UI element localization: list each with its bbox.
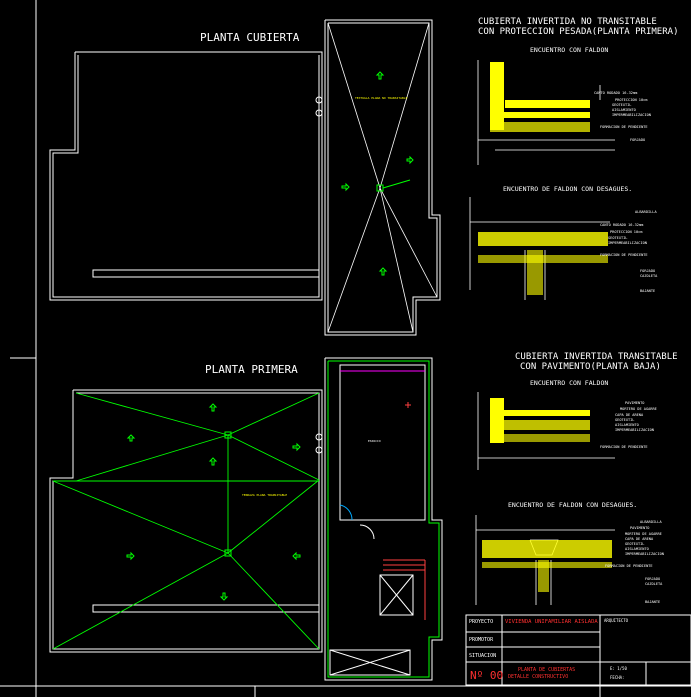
svg-text:ALBARDILLA: ALBARDILLA (640, 520, 662, 524)
svg-text:CANTO RODADO 16-32mm: CANTO RODADO 16-32mm (594, 91, 637, 95)
cub-transitable-title-1: CUBIERTA INVERTIDA TRANSITABLE (515, 352, 678, 362)
detail-encuentro-faldon-2: ENCUENTRO CON FALDON (530, 379, 608, 387)
svg-text:AISLAMIENTO: AISLAMIENTO (612, 108, 636, 112)
svg-text:FORMACION DE PENDIENTE: FORMACION DE PENDIENTE (605, 564, 653, 568)
svg-text:ESPACIO: ESPACIO (368, 439, 381, 443)
svg-text:ALBARDILLA: ALBARDILLA (635, 210, 657, 214)
svg-text:CAZOLETA: CAZOLETA (640, 274, 658, 278)
svg-text:CAZOLETA: CAZOLETA (645, 582, 663, 586)
cubierta-arrows (341, 71, 414, 276)
detail-1-drawing: CANTO RODADO 16-32mm PROTECCION 10cm GEO… (477, 60, 651, 165)
planta-primera-plan: TERRAZA PLANA TRANSITABLE (49, 389, 323, 653)
arquitecto-label: ARQUITECTO (604, 618, 629, 623)
svg-text:PROTECCION 10cm: PROTECCION 10cm (615, 98, 647, 102)
svg-text:FORMACION DE PENDIENTE: FORMACION DE PENDIENTE (600, 253, 648, 257)
primera-arrows (126, 403, 301, 601)
svg-text:TEXTUGLA PLANA NO TRANSITABLE: TEXTUGLA PLANA NO TRANSITABLE (355, 96, 408, 100)
svg-text:FORJADO: FORJADO (630, 138, 645, 142)
svg-text:IMPERMEABILIZACION: IMPERMEABILIZACION (615, 428, 654, 432)
svg-text:BAJANTE: BAJANTE (645, 600, 660, 604)
svg-text:PROTECCION 10cm: PROTECCION 10cm (610, 230, 642, 234)
detail-encuentro-faldon-1: ENCUENTRO CON FALDON (530, 46, 608, 54)
svg-text:PAVIMENTO: PAVIMENTO (625, 401, 644, 405)
situacion-label: SITUACION (469, 653, 496, 659)
svg-text:MORTERO DE AGARRE: MORTERO DE AGARRE (625, 532, 662, 536)
svg-text:FORMACION DE PENDIENTE: FORMACION DE PENDIENTE (600, 125, 648, 129)
planta-primera-title: PLANTA PRIMERA (205, 363, 298, 376)
svg-text:GEOTEXTIL: GEOTEXTIL (608, 236, 627, 240)
plano-title-line-2: DETALLE CONSTRUCTIVO (508, 674, 568, 680)
proyecto-label: PROYECTO (469, 619, 493, 625)
svg-text:BAJANTE: BAJANTE (640, 289, 655, 293)
plano-title-line-1: PLANTA DE CUBIERTAS (518, 667, 575, 673)
svg-text:IMPERMEABILIZACION: IMPERMEABILIZACION (625, 552, 664, 556)
detail-encuentro-desagues-1: ENCUENTRO DE FALDON CON DESAGUES. (503, 185, 632, 193)
planta-cubierta-title: PLANTA CUBIERTA (200, 31, 300, 44)
proyecto-value: VIVIENDA UNIFAMILIAR AISLADA (505, 619, 598, 625)
planta-cubierta-plan: TEXTUGLA PLANA NO TRANSITABLE (49, 19, 441, 336)
planta-primera-tower: ESPACIO (324, 357, 443, 681)
cub-no-transitable-title-1: CUBIERTA INVERTIDA NO TRANSITABLE (478, 17, 657, 27)
svg-text:AISLAMIENTO: AISLAMIENTO (625, 547, 649, 551)
svg-text:CAPA DE ARENA: CAPA DE ARENA (615, 413, 644, 417)
svg-text:FORMACION DE PENDIENTE: FORMACION DE PENDIENTE (600, 445, 648, 449)
title-block (465, 614, 691, 686)
detail-2-drawing: ALBARDILLA CANTO RODADO 16-32mm PROTECCI… (469, 197, 658, 300)
svg-text:FORJADO: FORJADO (645, 577, 660, 581)
svg-text:PAVIMENTO: PAVIMENTO (630, 526, 649, 530)
svg-text:CAPA DE ARENA: CAPA DE ARENA (625, 537, 654, 541)
cub-transitable-title-2: CON PAVIMENTO(PLANTA BAJA) (520, 362, 661, 372)
detail-4-drawing: ALBARDILLA PAVIMENTO MORTERO DE AGARRE C… (475, 515, 664, 605)
cub-no-transitable-title-2: CON PROTECCION PESADA(PLANTA PRIMERA) (478, 27, 678, 37)
promotor-label: PROMOTOR (469, 637, 494, 643)
svg-text:IMPERMEABILIZACION: IMPERMEABILIZACION (608, 241, 647, 245)
svg-text:TERRAZA PLANA TRANSITABLE: TERRAZA PLANA TRANSITABLE (242, 493, 287, 497)
svg-text:GEOTEXTIL: GEOTEXTIL (615, 418, 634, 422)
svg-text:GEOTEXTIL: GEOTEXTIL (625, 542, 644, 546)
svg-text:FORJADO: FORJADO (640, 269, 655, 273)
detail-3-drawing: PAVIMENTO MORTERO DE AGARRE CAPA DE AREN… (477, 392, 657, 470)
escala-label: E: 1/50 (610, 666, 627, 671)
svg-text:AISLAMIENTO: AISLAMIENTO (615, 423, 639, 427)
svg-text:GEOTEXTIL: GEOTEXTIL (612, 103, 631, 107)
detail-encuentro-desagues-2: ENCUENTRO DE FALDON CON DESAGUES. (508, 501, 637, 509)
svg-text:CANTO RODADO 16-32mm: CANTO RODADO 16-32mm (600, 223, 643, 227)
svg-text:IMPERMEABILIZACION: IMPERMEABILIZACION (612, 113, 651, 117)
svg-text:MORTERO DE AGARRE: MORTERO DE AGARRE (620, 407, 657, 411)
fecha-label: FECHA: (610, 675, 624, 680)
plano-numero: Nº 00 (470, 669, 503, 682)
